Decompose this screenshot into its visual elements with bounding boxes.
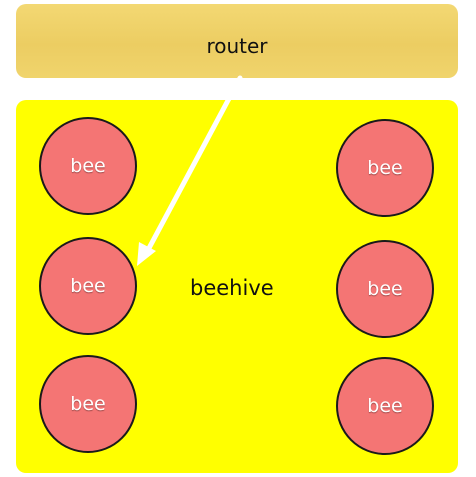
bee-left-top: bee (39, 117, 137, 215)
bee-right-bottom: bee (336, 357, 434, 455)
beehive-label: beehive (190, 276, 274, 300)
bee-right-middle: bee (336, 240, 434, 338)
router-label: router (206, 34, 268, 58)
router-box: router (16, 4, 458, 78)
bee-left-bottom: bee (39, 355, 137, 453)
bee-right-top: bee (336, 119, 434, 217)
bee-left-middle: bee (39, 237, 137, 335)
